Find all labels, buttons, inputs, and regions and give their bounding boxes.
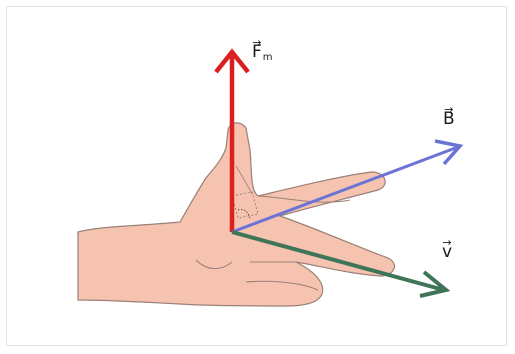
palm xyxy=(78,123,394,306)
hand-illustration xyxy=(78,123,394,306)
force-label-subscript: m xyxy=(263,52,273,63)
velocity-label: →v xyxy=(442,244,452,261)
force-label-arrow: → xyxy=(252,37,262,48)
field-label-arrow: → xyxy=(443,104,455,115)
field-label: →B xyxy=(443,111,455,128)
force-label: →Fm xyxy=(252,44,273,63)
field-vector-shaft xyxy=(232,147,458,232)
velocity-label-arrow: → xyxy=(442,237,452,248)
